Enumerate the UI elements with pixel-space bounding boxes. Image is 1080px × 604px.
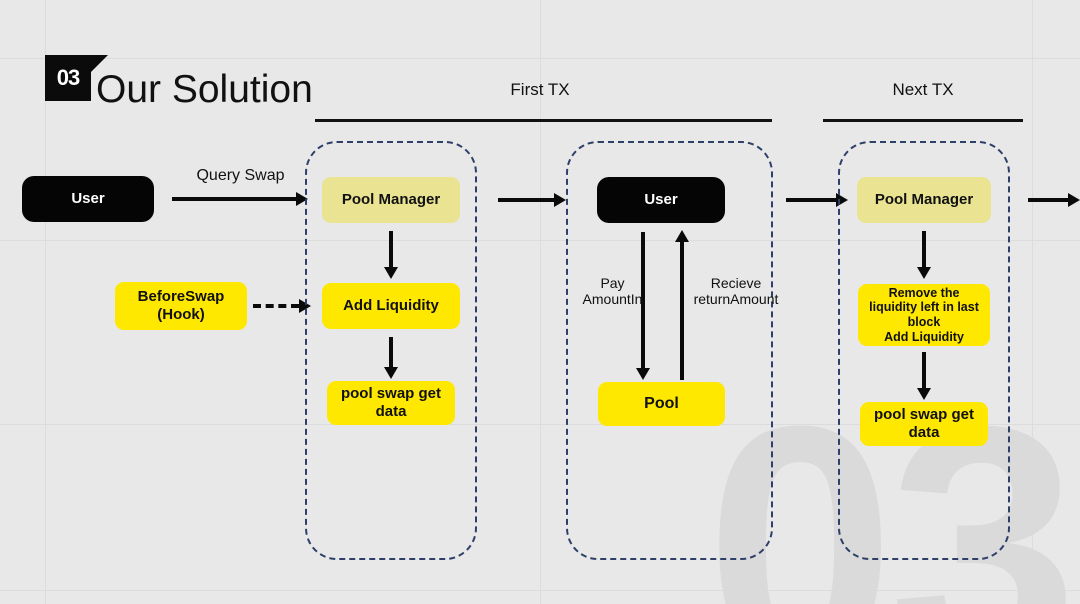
node-add-liquidity-tx1[interactable]: Add Liquidity: [322, 283, 460, 329]
grid-line-horizontal: [0, 58, 1080, 59]
arrow-hook-to-add-liquidity: [253, 298, 311, 314]
arrow-receive-return-amount: [672, 230, 692, 380]
phase-rule-first-tx: [315, 119, 772, 122]
node-user-tx2[interactable]: User: [597, 177, 725, 223]
arrow-pool-manager-to-remove-liquidity: [909, 231, 939, 279]
arrow-add-liquidity-to-pool-swap: [376, 337, 406, 379]
arrow-tx1-to-tx2: [498, 192, 566, 208]
phase-label-first-tx: First TX: [510, 80, 570, 99]
remove-box-line4: Add Liquidity: [884, 329, 964, 344]
phase-rule-next-tx: [823, 119, 1023, 122]
grid-line-vertical: [45, 0, 46, 604]
arrow-tx3-to-next: [1028, 192, 1080, 208]
tx-container-first-a: [305, 141, 477, 560]
hook-label-line1: BeforeSwap: [137, 288, 225, 306]
node-beforeswap-hook[interactable]: BeforeSwap (Hook): [115, 282, 247, 330]
caption-pay-amount-in: Pay AmountIn: [560, 275, 665, 307]
caption-pay-line1: Pay: [600, 275, 625, 291]
node-pool-manager-tx1[interactable]: Pool Manager: [322, 177, 460, 223]
caption-receive-line2: returnAmount: [693, 291, 779, 308]
node-user-left[interactable]: User: [22, 176, 154, 222]
remove-box-line2: liquidity left in last: [869, 300, 979, 315]
grid-line-horizontal: [0, 240, 1080, 241]
node-remove-liquidity-tx3[interactable]: Remove the liquidity left in last block …: [858, 284, 990, 346]
caption-query-swap: Query Swap: [196, 167, 285, 184]
grid-line-vertical: [1032, 0, 1033, 604]
node-pool-tx2[interactable]: Pool: [598, 382, 725, 426]
arrow-query-swap: [172, 191, 308, 207]
badge-flag-icon: [91, 55, 108, 72]
hook-label-line2: (Hook): [157, 306, 205, 323]
node-pool-swap-get-data-tx1[interactable]: pool swap get data: [327, 381, 455, 425]
caption-receive-return-amount: Recieve returnAmount: [682, 275, 790, 307]
node-pool-manager-tx3[interactable]: Pool Manager: [857, 177, 991, 223]
remove-box-line1: Remove the: [888, 285, 960, 300]
arrow-pool-manager-to-add-liquidity: [376, 231, 406, 279]
page-title: Our Solution: [96, 68, 313, 111]
node-pool-swap-get-data-tx3[interactable]: pool swap get data: [860, 402, 988, 446]
caption-pay-line2: AmountIn: [582, 291, 643, 308]
phase-label-next-tx: Next TX: [892, 80, 954, 99]
grid-line-horizontal: [0, 424, 1080, 425]
grid-line-vertical: [540, 0, 541, 604]
arrow-pay-amount-in: [633, 232, 653, 380]
remove-box-line3: block: [907, 315, 941, 329]
section-number-badge: 03: [45, 55, 91, 101]
caption-receive-line1: Recieve: [710, 275, 762, 291]
grid-line-horizontal: [0, 590, 1080, 591]
arrow-remove-liquidity-to-pool-swap: [909, 352, 939, 400]
tx-container-first-b: [566, 141, 773, 560]
tx-container-next: [838, 141, 1010, 560]
